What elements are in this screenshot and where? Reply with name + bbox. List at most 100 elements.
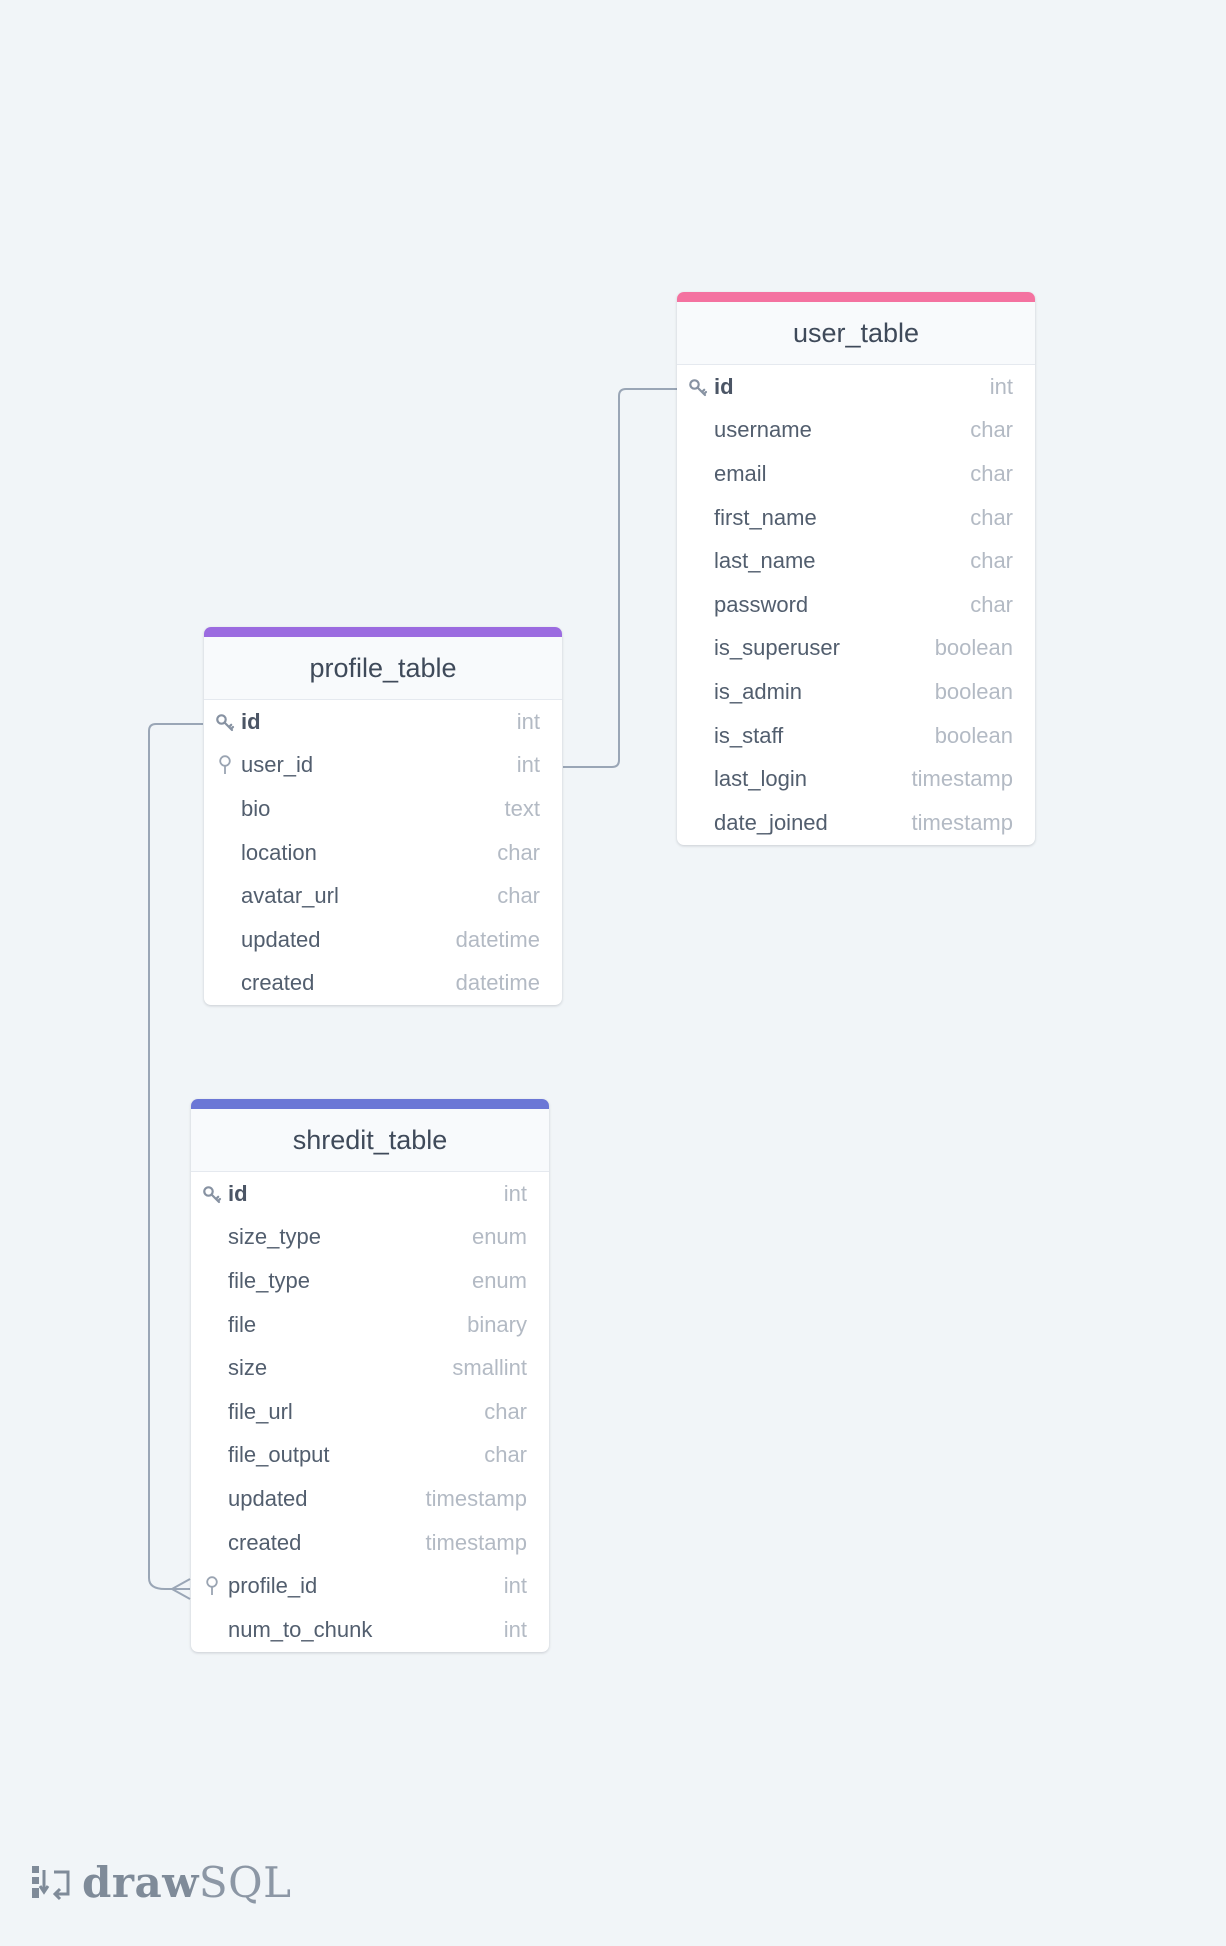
column-name: username [714, 417, 812, 443]
column-row-is-staff[interactable]: is_staff boolean [677, 714, 1035, 758]
column-type: boolean [934, 722, 1013, 748]
column-type: int [516, 752, 540, 778]
column-type: char [484, 1442, 527, 1468]
column-row-profile-id[interactable]: profile_id int [191, 1564, 549, 1608]
column-type: char [970, 460, 1013, 486]
column-name: is_admin [714, 678, 803, 704]
column-row-updated[interactable]: updated timestamp [191, 1477, 549, 1521]
column-name: id [228, 1180, 248, 1206]
column-name: avatar_url [241, 883, 339, 909]
column-name: email [714, 460, 767, 486]
column-name: first_name [714, 504, 817, 530]
column-row-email[interactable]: email char [677, 452, 1035, 496]
column-type: timestamp [425, 1485, 527, 1511]
drawsql-logo[interactable]: draw SQL [30, 1857, 291, 1907]
column-type: datetime [455, 970, 540, 996]
table-color-bar [191, 1099, 549, 1109]
column-type: timestamp [911, 766, 1013, 792]
column-name: updated [228, 1485, 308, 1511]
column-row-password[interactable]: password char [677, 583, 1035, 627]
column-type: char [484, 1398, 527, 1424]
key-icon [687, 376, 709, 398]
column-type: smallint [452, 1355, 527, 1381]
column-name: id [714, 373, 734, 399]
column-row-file[interactable]: file binary [191, 1303, 549, 1347]
brand-prefix: draw [82, 1857, 199, 1907]
column-type: char [497, 883, 540, 909]
column-row-created[interactable]: created datetime [204, 962, 562, 1006]
key-icon [201, 1183, 223, 1205]
column-name: id [241, 708, 261, 734]
column-name: last_name [714, 548, 816, 574]
column-type: int [516, 708, 540, 734]
column-name: file [228, 1311, 257, 1337]
column-type: binary [467, 1311, 527, 1337]
column-type: char [970, 591, 1013, 617]
column-name: created [241, 970, 315, 996]
column-row-last-login[interactable]: last_login timestamp [677, 757, 1035, 801]
column-row-file-output[interactable]: file_output char [191, 1434, 549, 1478]
column-type: boolean [934, 678, 1013, 704]
column-type: int [503, 1180, 527, 1206]
column-name: last_login [714, 766, 807, 792]
column-type: datetime [455, 926, 540, 952]
table-color-bar [204, 627, 562, 637]
drawsql-logo-icon [32, 1866, 70, 1901]
column-type: enum [471, 1224, 527, 1250]
column-name: profile_id [228, 1573, 318, 1599]
column-type: char [497, 839, 540, 865]
column-name: file_url [228, 1398, 293, 1424]
column-row-location[interactable]: location char [204, 831, 562, 875]
table-color-bar [677, 292, 1035, 302]
column-row-id[interactable]: id int [204, 700, 562, 744]
column-name: size_type [228, 1224, 321, 1250]
column-row-bio[interactable]: bio text [204, 787, 562, 831]
table-title[interactable]: user_table [677, 302, 1035, 365]
column-name: is_staff [714, 722, 784, 748]
column-name: file_type [228, 1267, 310, 1293]
column-row-id[interactable]: id int [677, 365, 1035, 409]
column-row-first-name[interactable]: first_name char [677, 496, 1035, 540]
column-type: boolean [934, 635, 1013, 661]
column-name: file_output [228, 1442, 330, 1468]
column-row-file-url[interactable]: file_url char [191, 1390, 549, 1434]
column-name: password [714, 591, 809, 617]
column-type: enum [471, 1267, 527, 1293]
table-title[interactable]: shredit_table [191, 1109, 549, 1172]
column-type: char [970, 504, 1013, 530]
column-row-id[interactable]: id int [191, 1172, 549, 1216]
foreign-key-icon [214, 754, 236, 776]
column-row-file-type[interactable]: file_type enum [191, 1259, 549, 1303]
foreign-key-icon [201, 1575, 223, 1597]
column-name: bio [241, 795, 271, 821]
column-row-size[interactable]: size smallint [191, 1346, 549, 1390]
key-icon [214, 711, 236, 733]
column-type: int [503, 1573, 527, 1599]
relation-profile-user[interactable] [563, 388, 677, 768]
column-name: location [241, 839, 317, 865]
column-row-updated[interactable]: updated datetime [204, 918, 562, 962]
column-row-is-admin[interactable]: is_admin boolean [677, 670, 1035, 714]
column-name: size [228, 1355, 268, 1381]
table-title[interactable]: profile_table [204, 637, 562, 700]
column-row-size-type[interactable]: size_type enum [191, 1216, 549, 1260]
column-type: int [989, 373, 1013, 399]
column-name: created [228, 1529, 302, 1555]
column-row-avatar-url[interactable]: avatar_url char [204, 874, 562, 918]
column-name: updated [241, 926, 321, 952]
column-type: text [504, 795, 540, 821]
